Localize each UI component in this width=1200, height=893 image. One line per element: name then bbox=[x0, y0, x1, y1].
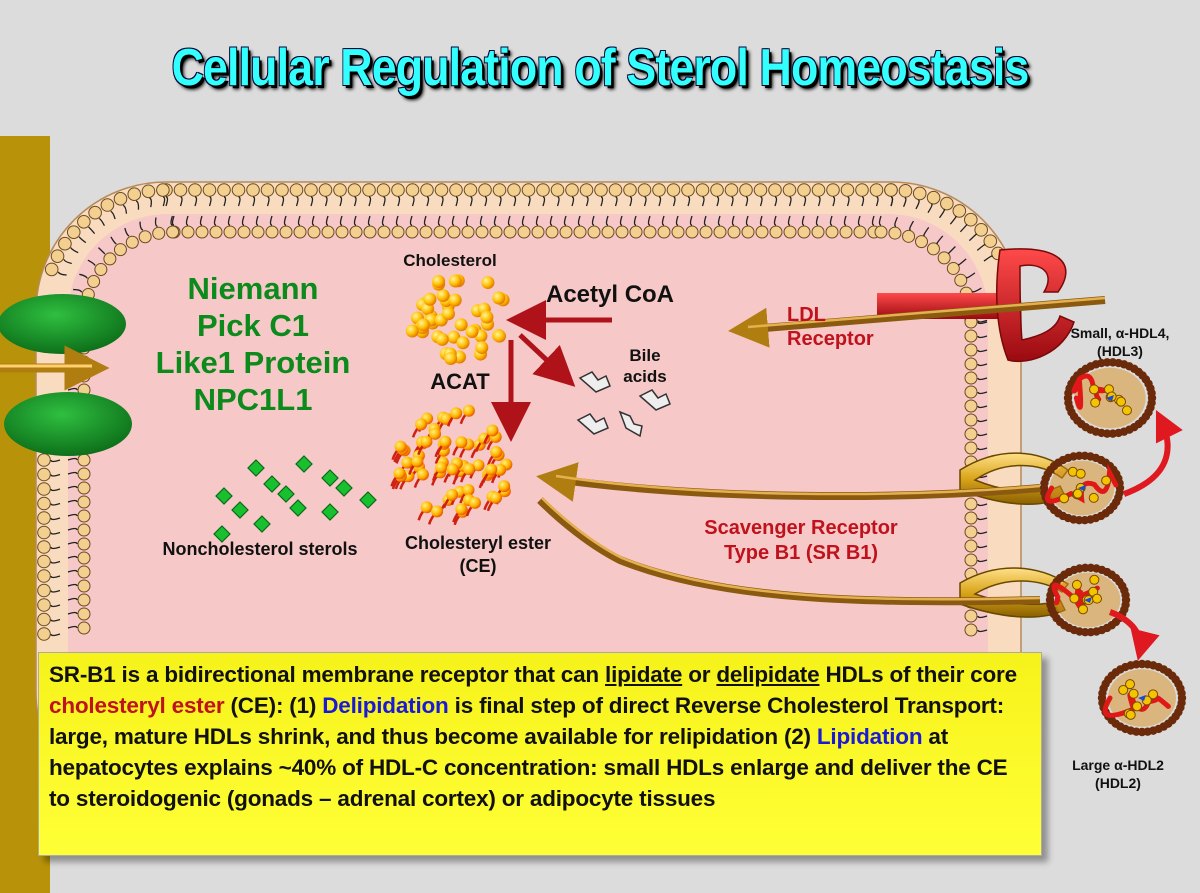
hdl-particle-docked-upper bbox=[1039, 451, 1125, 525]
srb1-line1: Scavenger Receptor bbox=[704, 517, 898, 539]
hdl-particle-docked-lower bbox=[1045, 563, 1131, 637]
info-cholesteryl-ester: cholesteryl ester bbox=[49, 693, 225, 718]
bile-line2: acids bbox=[623, 367, 667, 386]
npc1l1-protein-lower bbox=[4, 392, 132, 456]
large-hdl-line1: Large α-HDL2 bbox=[1072, 757, 1164, 773]
info-delipidate: delipidate bbox=[716, 662, 820, 687]
info-text-1: SR-B1 is a bidirectional membrane recept… bbox=[49, 662, 606, 687]
small-hdl-line1: Small, α-HDL4, bbox=[1070, 325, 1170, 341]
ldl-receptor-label: LDL Receptor bbox=[787, 303, 917, 351]
npc1l1-label: Niemann Pick C1 Like1 Protein NPC1L1 bbox=[128, 270, 378, 418]
npc1l1-line4: NPC1L1 bbox=[193, 382, 313, 417]
bile-acid-glyphs bbox=[576, 371, 671, 438]
bile-acids-label: Bile acids bbox=[605, 345, 685, 387]
info-lipidate: lipidate bbox=[605, 662, 683, 687]
ce-line1: Cholesteryl ester bbox=[404, 533, 552, 553]
info-delipidation: Delipidation bbox=[322, 693, 449, 718]
info-text-4: (CE): (1) bbox=[224, 693, 323, 718]
bile-line1: Bile bbox=[629, 346, 661, 365]
large-hdl-particle bbox=[1097, 659, 1187, 737]
ldl-uptake-arrow bbox=[728, 296, 1106, 348]
srb1-line2: Type B1 (SR B1) bbox=[723, 542, 879, 564]
info-lipidation: Lipidation bbox=[816, 724, 923, 749]
info-box: SR-B1 is a bidirectional membrane recept… bbox=[38, 652, 1042, 856]
npc1l1-protein-upper bbox=[0, 294, 126, 354]
npc1l1-line2: Pick C1 bbox=[196, 308, 309, 343]
cholesterol-cluster bbox=[405, 274, 510, 366]
hdl-shrink-arrow bbox=[1108, 609, 1160, 661]
cholesterol-label: Cholesterol bbox=[403, 251, 497, 270]
large-hdl-line2: (HDL2) bbox=[1095, 775, 1141, 791]
info-text-3: HDLs of their core bbox=[819, 662, 1017, 687]
acat-label: ACAT bbox=[430, 369, 490, 394]
large-hdl-label: Large α-HDL2 (HDL2) bbox=[1048, 756, 1188, 792]
srb1-label: Scavenger Receptor Type B1 (SR B1) bbox=[676, 516, 926, 566]
info-text-2: or bbox=[682, 662, 717, 687]
acetyl-coa-label: Acetyl CoA bbox=[545, 281, 675, 308]
hdl-enlarge-arrow bbox=[1122, 409, 1183, 497]
ldl-line2: Receptor bbox=[787, 328, 874, 350]
ldl-line1: LDL bbox=[787, 304, 826, 326]
npc1l1-line3: Like1 Protein bbox=[155, 345, 351, 380]
ce-line2: (CE) bbox=[459, 556, 497, 576]
cholesteryl-ester-cluster bbox=[390, 404, 513, 526]
srb1-lower-transfer-arrow bbox=[537, 497, 1041, 606]
cell-interior bbox=[68, 214, 988, 794]
page-title: Cellular Regulation of Sterol Homeostasi… bbox=[171, 39, 1030, 97]
small-hdl-particle bbox=[1063, 358, 1157, 438]
info-text-6: at hepatocytes explains ~40% of HDL-C co… bbox=[49, 724, 1008, 811]
npc1l1-line1: Niemann bbox=[187, 271, 319, 306]
lipid-bilayer bbox=[37, 183, 1005, 641]
srb1-upper-transfer-arrow bbox=[536, 462, 1041, 502]
noncholesterol-sterols-cluster bbox=[213, 455, 377, 543]
cholesterol-to-bile-arrow bbox=[518, 333, 576, 387]
small-hdl-label: Small, α-HDL4, (HDL3) bbox=[1040, 324, 1200, 360]
small-hdl-line2: (HDL3) bbox=[1097, 343, 1143, 359]
info-text-5: is final step of direct Reverse Choleste… bbox=[49, 693, 1005, 749]
cholesteryl-ester-label: Cholesteryl ester (CE) bbox=[388, 532, 568, 578]
noncholesterol-sterols-label: Noncholesterol sterols bbox=[162, 539, 358, 559]
